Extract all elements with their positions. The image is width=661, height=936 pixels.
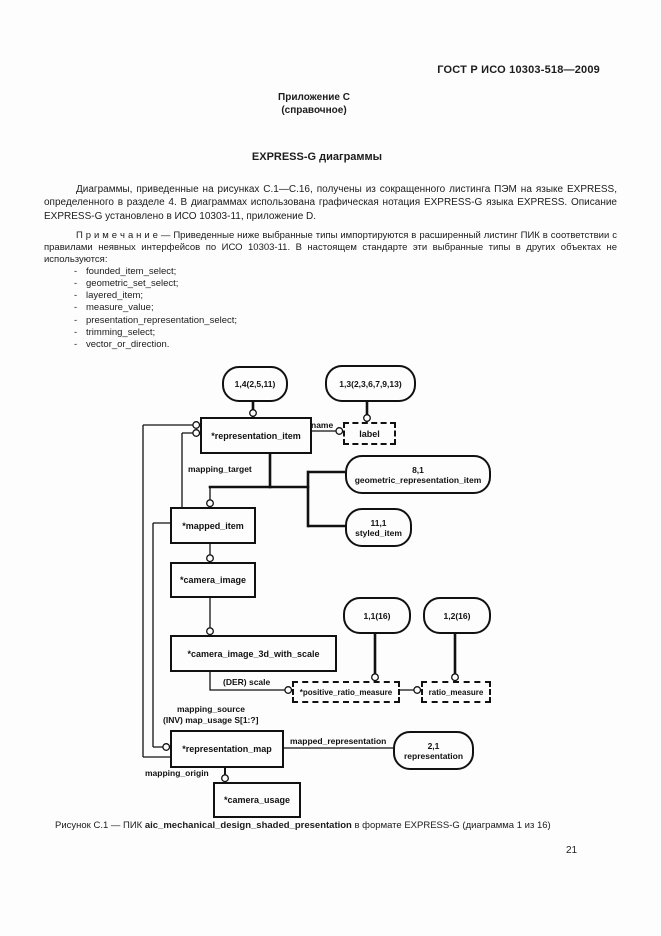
entity-camera-usage: *camera_usage bbox=[213, 782, 301, 818]
page-ref-oval: 1,4(2,5,11) bbox=[222, 366, 288, 402]
page-ref-oval: 1,3(2,3,6,7,9,13) bbox=[325, 365, 416, 402]
type-label: label bbox=[343, 422, 396, 445]
entity-representation-map: *representation_map bbox=[170, 730, 284, 768]
express-g-diagram: 1,4(2,5,11) 1,3(2,3,6,7,9,13) 8,1 geomet… bbox=[130, 358, 530, 818]
attr-label-der-scale: (DER) scale bbox=[223, 677, 271, 687]
page-ref-oval: 1,2(16) bbox=[423, 597, 491, 634]
entity-camera-image: *camera_image bbox=[170, 562, 256, 598]
page-ref-oval-styled-item: 11,1 styled_item bbox=[345, 508, 412, 547]
annex-subtitle: (справочное) bbox=[281, 105, 347, 116]
type-ratio-measure: ratio_measure bbox=[421, 681, 491, 703]
page-ref-oval-geometric-representation-item: 8,1 geometric_representation_item bbox=[345, 455, 491, 494]
selected-types-list: -founded_item_select; -geometric_set_sel… bbox=[74, 266, 237, 351]
entity-mapped-item: *mapped_item bbox=[170, 507, 256, 544]
attr-label-name: name bbox=[311, 420, 334, 430]
attr-label-mapped-representation: mapped_representation bbox=[290, 736, 387, 746]
page-number: 21 bbox=[566, 845, 578, 856]
note-paragraph: П р и м е ч а н и е — Приведенные ниже в… bbox=[44, 230, 617, 265]
type-positive-ratio-measure: *positive_ratio_measure bbox=[292, 681, 400, 703]
entity-camera-image-3d-with-scale: *camera_image_3d_with_scale bbox=[170, 635, 337, 672]
list-item: -presentation_representation_select; bbox=[74, 314, 238, 326]
section-title: EXPRESS-G диаграммы bbox=[251, 151, 383, 163]
list-item: -vector_or_direction. bbox=[74, 338, 170, 350]
page-ref-oval: 1,1(16) bbox=[343, 597, 411, 634]
annex-heading: Приложение С (справочное) bbox=[0, 91, 628, 117]
list-item: -measure_value; bbox=[74, 302, 154, 314]
figure-caption: Рисунок С.1 — ПИК aic_mechanical_design_… bbox=[55, 820, 551, 831]
intro-paragraph: Диаграммы, приведенные на рисунках С.1—С… bbox=[44, 184, 617, 222]
page-ref-oval-representation: 2,1 representation bbox=[393, 731, 474, 770]
annex-title: Приложение С bbox=[278, 92, 350, 103]
attr-label-mapping-source: mapping_source bbox=[177, 704, 246, 714]
attr-label-mapping-target: mapping_target bbox=[188, 464, 252, 474]
list-item: -layered_item; bbox=[74, 290, 144, 302]
standard-number-header: ГОСТ Р ИСО 10303-518—2009 bbox=[437, 64, 600, 76]
entity-representation-item: *representation_item bbox=[200, 417, 312, 454]
list-item: -founded_item_select; bbox=[74, 266, 177, 277]
attr-label-mapping-origin: mapping_origin bbox=[145, 768, 209, 778]
attr-label-inv-map-usage: (INV) map_usage S[1:?] bbox=[163, 715, 259, 725]
list-item: -trimming_select; bbox=[74, 326, 156, 338]
list-item: -geometric_set_select; bbox=[74, 278, 179, 290]
